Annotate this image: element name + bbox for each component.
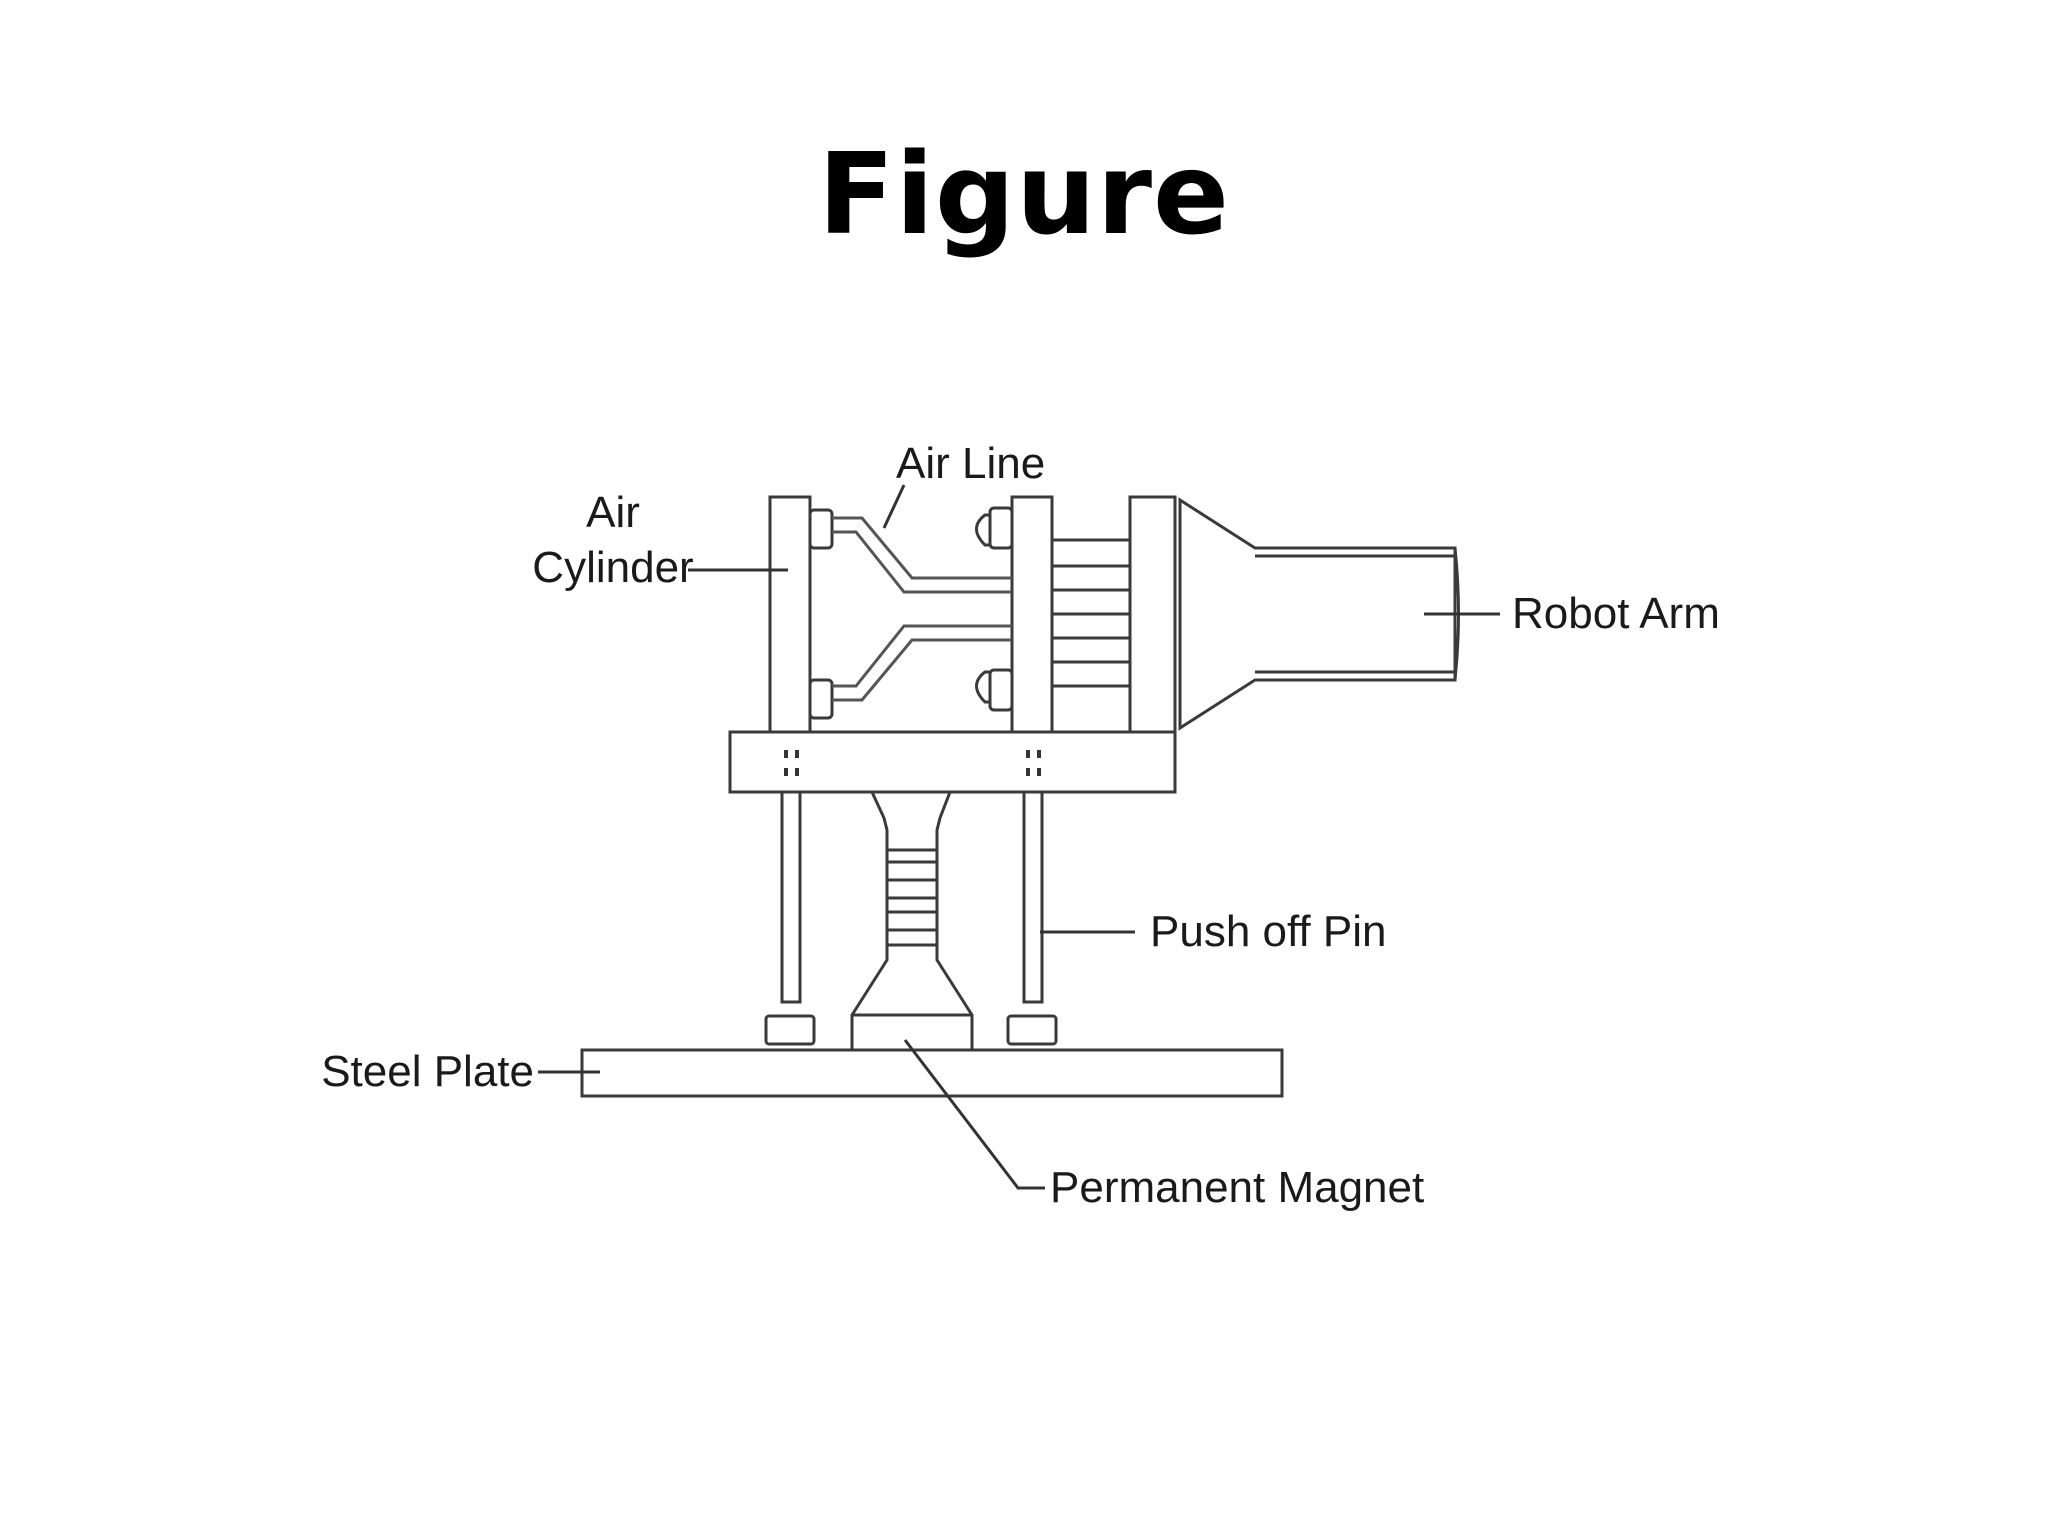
permanent-magnet: [850, 790, 974, 1052]
air-line-hoses: [832, 516, 1012, 702]
label-steel-plate: Steel Plate: [321, 1047, 534, 1096]
base-bar: [728, 730, 1177, 794]
label-robot-arm: Robot Arm: [1512, 589, 1720, 638]
label-air-line: Air Line: [896, 439, 1045, 488]
robot-arm: [1178, 497, 1460, 731]
label-permanent-magnet: Permanent Magnet: [1050, 1163, 1424, 1212]
label-air-cylinder-line1: Air: [586, 488, 640, 537]
piston-rods: [1052, 538, 1130, 688]
push-off-pin-left: [764, 790, 816, 1046]
air-cylinder-middle: [975, 495, 1054, 734]
slide-title: Figure: [818, 130, 1230, 260]
mounting-plate: [1128, 495, 1177, 734]
leader-lines: [538, 484, 1500, 1190]
push-off-pin-right: [1006, 790, 1058, 1046]
air-cylinder-left: [768, 495, 834, 734]
bolt-holes: [784, 750, 1041, 776]
label-air-cylinder-line2: Cylinder: [532, 543, 693, 592]
label-push-off-pin: Push off Pin: [1150, 907, 1386, 956]
